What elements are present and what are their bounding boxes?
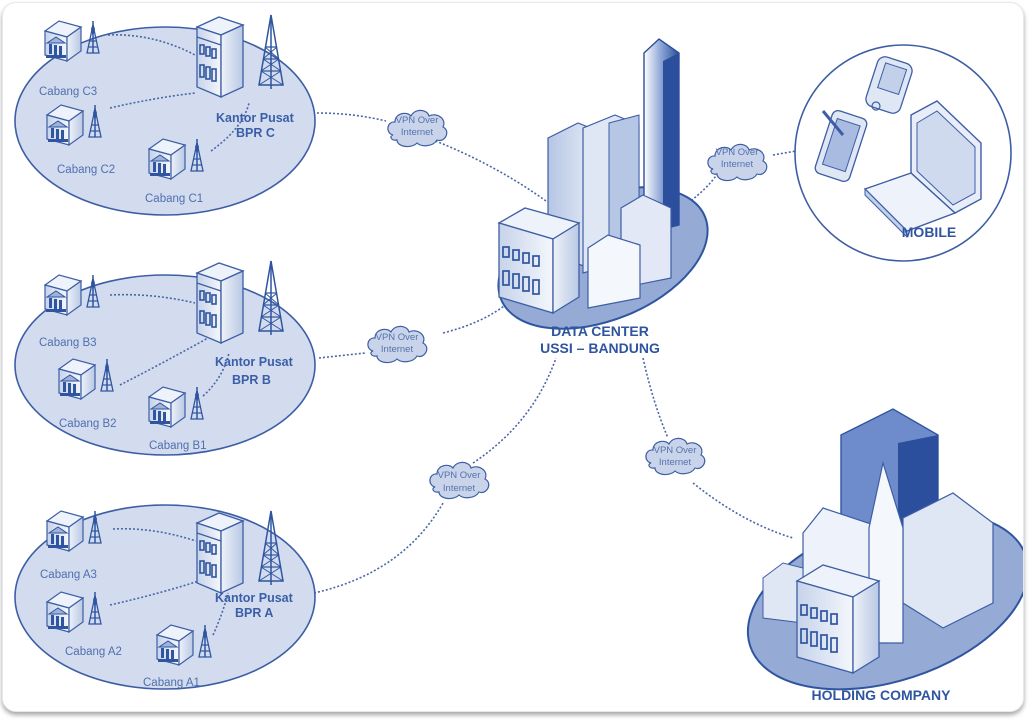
branch-label: Cabang A3 xyxy=(40,569,97,581)
mobile-devices: MOBILE xyxy=(794,44,1012,262)
data-center-subtitle: USSI – BANDUNG xyxy=(540,340,660,356)
hq-label: Kantor Pusat xyxy=(215,591,294,605)
link-vpn-datacenter-c xyxy=(427,137,547,202)
vpn-cloud-b: VPN Over Internet xyxy=(367,325,428,364)
branch-label: Cabang B1 xyxy=(149,440,207,452)
branch-label: Cabang B2 xyxy=(59,418,117,430)
laptop-icon xyxy=(863,100,982,239)
mobile-label: MOBILE xyxy=(902,224,956,240)
svg-text:Internet: Internet xyxy=(659,457,692,468)
holding-company-label: HOLDING COMPANY xyxy=(812,687,952,703)
vpn-cloud-a: VPN Over Internet xyxy=(429,461,490,500)
hq-label: BPR A xyxy=(235,606,273,620)
bpr-group-b: Cabang B3 Cabang B2 Cabang B1 Kantor Pus… xyxy=(14,260,316,456)
hq-label: Kantor Pusat xyxy=(216,111,295,125)
svg-text:VPN Over: VPN Over xyxy=(716,147,759,158)
hq-label: BPR B xyxy=(232,373,271,387)
link-vpn-datacenter-a xyxy=(472,357,557,464)
svg-text:Internet: Internet xyxy=(401,127,434,138)
vpn-cloud-mobile: VPN Over Internet xyxy=(707,143,768,182)
branch-label: Cabang A1 xyxy=(143,677,200,689)
pda-icon xyxy=(865,56,913,114)
svg-text:Internet: Internet xyxy=(721,159,754,170)
holding-company: HOLDING COMPANY xyxy=(746,408,1023,703)
bpr-group-c: Cabang C3 Cabang C2 Cabang C1 Kantor Pus… xyxy=(14,14,316,216)
link-vpn-datacenter-b xyxy=(442,302,509,334)
link-bpra-vpn xyxy=(313,502,444,594)
branch-label: Cabang A2 xyxy=(65,646,122,658)
branch-label: Cabang C2 xyxy=(57,164,115,176)
link-datacenter-vpn-mobile xyxy=(687,172,719,204)
vpn-cloud-c: VPN Over Internet xyxy=(387,109,448,148)
branch-label: Cabang C3 xyxy=(39,86,97,98)
link-bprb-vpn xyxy=(318,352,366,359)
network-diagram: Cabang C3 Cabang C2 Cabang C1 Kantor Pus… xyxy=(14,14,1023,703)
vpn-cloud-holding: VPN Over Internet xyxy=(645,437,706,476)
svg-text:Internet: Internet xyxy=(381,344,414,355)
bpr-group-a: Cabang A3 Cabang A2 Cabang A1 Kantor Pus… xyxy=(14,504,316,690)
branch-label: Cabang B3 xyxy=(39,337,97,349)
link-bprc-vpn xyxy=(316,112,387,122)
data-center-title: DATA CENTER xyxy=(551,323,649,339)
link-vpn-mobile xyxy=(772,150,797,156)
link-datacenter-vpn-holding xyxy=(642,357,669,439)
svg-text:VPN Over: VPN Over xyxy=(654,445,697,456)
svg-text:Internet: Internet xyxy=(443,483,476,494)
svg-text:VPN Over: VPN Over xyxy=(376,332,419,343)
data-center: DATA CENTER USSI – BANDUNG xyxy=(497,38,709,356)
branch-label: Cabang C1 xyxy=(145,193,203,205)
tablet-stylus-icon xyxy=(814,109,868,183)
svg-text:VPN Over: VPN Over xyxy=(438,470,481,481)
hq-label: BPR C xyxy=(236,126,275,140)
diagram-frame: Cabang C3 Cabang C2 Cabang C1 Kantor Pus… xyxy=(2,2,1024,712)
link-vpn-holding xyxy=(692,482,794,539)
svg-text:VPN Over: VPN Over xyxy=(396,115,439,126)
hq-label: Kantor Pusat xyxy=(215,355,294,369)
